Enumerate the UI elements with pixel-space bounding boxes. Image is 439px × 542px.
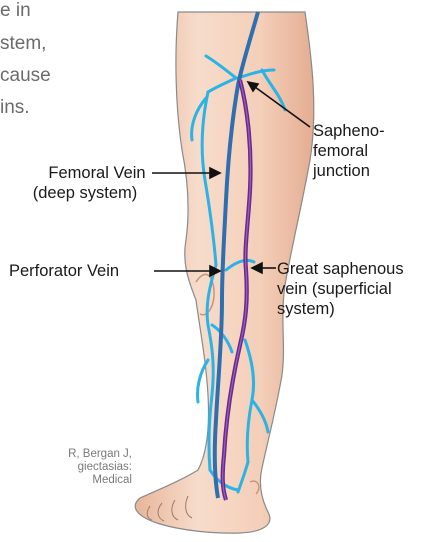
image-credit: R, Bergan J, giectasias: Medical: [52, 448, 132, 487]
credit-line-2: giectasias:: [52, 461, 132, 474]
saphenous-line-2: vein (superficial: [277, 279, 404, 299]
femoral-line-1: Femoral Vein: [20, 163, 160, 183]
sapheno-femoral-label: Sapheno- femoral junction: [313, 121, 385, 181]
femoral-line-2: (deep system): [10, 183, 160, 203]
saphenous-line-1: Great saphenous: [277, 259, 404, 279]
saphenous-line-3: system): [277, 299, 404, 319]
perforator-vein-label: Perforator Vein: [9, 261, 119, 281]
great-saphenous-label: Great saphenous vein (superficial system…: [277, 259, 404, 319]
sapheno-line-1: Sapheno-: [313, 121, 385, 141]
femoral-vein-label: Femoral Vein (deep system): [20, 163, 160, 203]
credit-line-1: R, Bergan J,: [52, 448, 132, 461]
credit-line-3: Medical: [52, 474, 132, 487]
sapheno-line-3: junction: [313, 161, 385, 181]
sapheno-line-2: femoral: [313, 141, 385, 161]
